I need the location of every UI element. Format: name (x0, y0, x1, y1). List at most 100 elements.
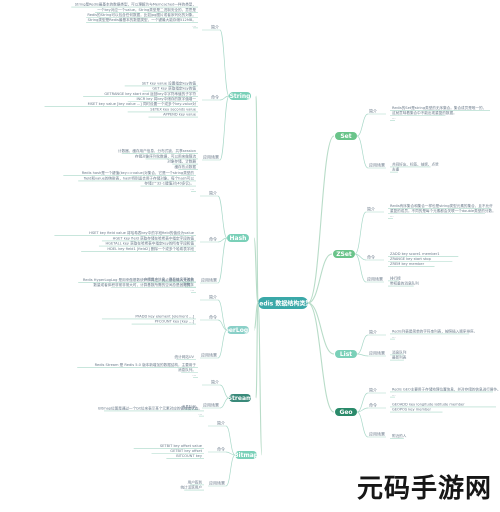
zset-connector (307, 253, 333, 304)
hash-intro-line: Redis hash是一个键值(key=>value)对集合，它是一个strin… (82, 170, 195, 175)
bitmap-intro-line: … (198, 412, 202, 416)
set-intro-line: 这就意味着集合中不能出现重复的数据。 (392, 110, 457, 115)
bitmap-intro-heading: 简介 (217, 420, 225, 426)
zset-cmd-heading: 命令 (367, 254, 375, 260)
hyperloglog-usage-line: 统计网站UV (175, 354, 195, 359)
set-sub-connector (356, 113, 369, 137)
zset-sub-connector (354, 253, 367, 283)
hash-usage-line: 存储用户信息、商品信息等对象 (144, 276, 195, 281)
stream-usage-line: 消息队列 (182, 404, 197, 409)
list-sub-connector (356, 334, 369, 355)
stream-intro-line: 消息队列。 (178, 367, 196, 372)
stream-branch-label: Stream (228, 395, 253, 402)
bitmap-usage-line: 统计活跃用户 (180, 485, 202, 490)
geo-branch-label: Geo (339, 409, 352, 416)
hash-commands-line: HDEL key field1 [field2] 删除一个或多个哈希表字段 (107, 246, 194, 251)
set-connector (307, 135, 335, 304)
hyperloglog-intro-heading: 简介 (209, 294, 217, 300)
geo-cmd-heading: 命令 (369, 402, 377, 408)
geo-usage-heading: 应用场景 (369, 431, 385, 437)
hash-branch-pill[interactable] (227, 234, 249, 242)
zset-intro-heading: 简介 (367, 206, 375, 212)
string-sub-connector (219, 95, 230, 101)
geo-commands-line: GEOADD key longitude latitude member (392, 402, 465, 406)
string-usage-line: 存储对象序列化数据，可以用来做限流 (135, 153, 196, 158)
string-commands-line: GETRANGE key start end 返回key中字符串值的子字符 (104, 91, 196, 96)
stream-connector (255, 302, 259, 399)
geo-intro-heading: 简介 (369, 387, 377, 393)
hash-usage-heading: 应用场景 (201, 277, 217, 283)
watermark: 元码手游网 (354, 468, 492, 504)
geo-sub-connector (356, 407, 369, 413)
list-usage-line: 消息队列 (392, 349, 407, 354)
stream-sub-connector (219, 384, 230, 399)
geo-commands-line: GEOPOS key member (392, 408, 431, 412)
zset-sub-connector (354, 211, 367, 255)
hash-intro-line: field和value的映射表，hash特别适合用于存储对象。每个hash可以 (84, 175, 195, 180)
list-intro-line: … (392, 335, 396, 339)
hash-branch-label: Hash (230, 235, 247, 242)
string-usage-line: 计数器、缓存用户信息、分布式锁、共享session (118, 148, 196, 153)
hash-commands-line: HSET key field value 将哈希表key中的字段field的值设… (89, 230, 195, 235)
list-usage-line: 最新列表 (392, 355, 407, 360)
string-connector (255, 95, 259, 304)
zset-branch-label: ZSet (336, 251, 352, 258)
central-node[interactable] (258, 297, 308, 309)
hyperloglog-branch-pill[interactable] (227, 326, 249, 334)
watermark-label: 元码手游网 (356, 473, 492, 504)
hash-commands-line: HGET key field 获取存储在哈希表中指定字段的值 (113, 235, 195, 240)
string-commands-line: SET key value 设置指定key的值 (142, 80, 197, 85)
set-usage-line: 去重 (392, 167, 400, 172)
geo-sub-connector (356, 392, 369, 413)
hyperloglog-connector (253, 302, 259, 331)
hash-commands-line: HGETALL key 获取在哈希表中指定key的所有字段和值 (105, 241, 194, 246)
string-intro-line: String是Redis最基本的数据类型，可以理解为与Memcached一样的类… (75, 2, 196, 7)
string-sub-connector (219, 95, 230, 161)
set-intro-heading: 简介 (369, 108, 377, 114)
zset-intro-line: Redis有序集合和集合一样也是string类型元素的集合，且不允许 (390, 203, 493, 208)
hash-usage-line: 购物车 (183, 282, 194, 287)
hyperloglog-intro-line: Redis HyperLogLog 是用来做基数统计的算法，优点是在输入元素的 (83, 277, 194, 282)
hash-connector (253, 237, 259, 304)
zset-usage-line: 带权重的消息队列 (390, 281, 419, 286)
stream-intro-line: Redis Stream 是 Redis 5.0 版本新增加的数据结构，主要用于 (95, 362, 197, 367)
set-branch-pill[interactable] (335, 132, 357, 140)
stream-branch-pill[interactable] (229, 394, 251, 402)
hash-cmd-heading: 命令 (209, 236, 217, 242)
geo-connector (307, 302, 335, 413)
string-sub-connector (219, 29, 230, 97)
string-intro-line: String类型是Redis最基本的数据类型，一个键最大能存储512MB。 (88, 17, 196, 22)
string-branch-label: String (230, 93, 251, 100)
list-branch-pill[interactable] (335, 350, 357, 358)
hyperloglog-branch-label: HyperLogLog (216, 327, 261, 334)
hyperloglog-sub-connector (217, 299, 228, 331)
string-intro-heading: 简介 (211, 24, 219, 30)
bitmap-connector (257, 302, 263, 456)
hyperloglog-intro-line: 数量或者体积非常非常大时，计算基数所需的空间总是固定的。 (93, 282, 194, 287)
list-intro-line: Redis列表是简单的字符串列表，按照插入顺序排序。 (392, 328, 477, 333)
bitmap-usage-line: 用户签到 (188, 479, 203, 484)
central-label: Redis 数据结构类型 (255, 299, 312, 307)
zset-branch-pill[interactable] (333, 250, 355, 258)
zset-commands-line: ZREM key member (390, 262, 425, 266)
set-sub-connector (356, 135, 369, 169)
set-usage-heading: 应用场景 (369, 162, 385, 168)
geo-branch-pill[interactable] (335, 408, 357, 416)
bitmap-commands-line: GETBIT key offset (170, 449, 202, 453)
zset-intro-line: … (390, 214, 394, 218)
bitmap-commands-line: SETBIT key offset value (160, 444, 203, 448)
string-intro-line: … (192, 23, 196, 27)
string-commands-line: MSET key value [key value ...] 同时设置一个或多个… (88, 101, 197, 106)
bitmap-branch-label: Bitmap (234, 452, 259, 459)
geo-intro-line: Redis GEO主要用于存储地理位置信息，并对存储的信息进行操作。 (392, 386, 500, 391)
hash-intro-line: 存储2^32-1键值对(40多亿)。 (144, 181, 194, 186)
hyperloglog-commands-line: PFCOUNT key [key ...] (155, 320, 195, 324)
hyperloglog-usage-heading: 应用场景 (201, 352, 217, 358)
string-branch-pill[interactable] (229, 92, 251, 100)
string-commands-line: GET key 获取指定key的值 (152, 86, 196, 91)
bitmap-branch-pill[interactable] (235, 451, 257, 459)
set-usage-line: 共同好友、标签、抽奖、点赞 (392, 161, 439, 166)
stream-sub-connector (219, 397, 230, 409)
zset-commands-line: ZADD key score1 member1 (390, 252, 440, 256)
